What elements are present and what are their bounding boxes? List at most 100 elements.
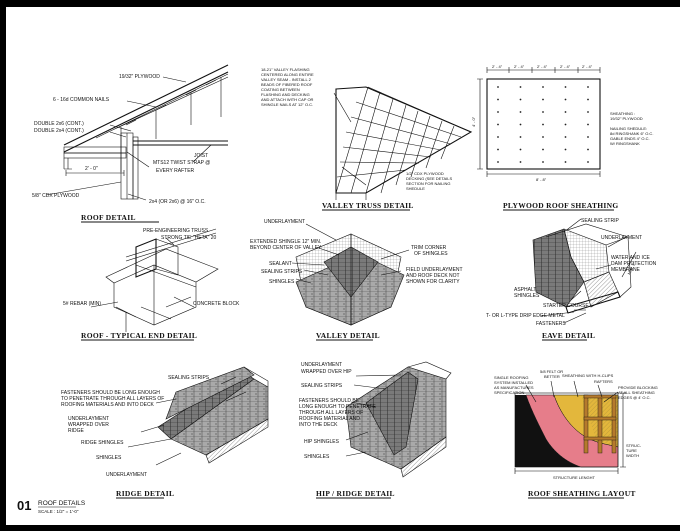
label-h-clips: SHEATHING WITH H-CLIPS <box>562 373 614 378</box>
label-hip-under-2: WRAPPED OVER HIP <box>301 369 352 375</box>
nail-dot <box>542 161 544 163</box>
label-valley-sealing-strips: SEALING STRIPS <box>261 269 303 275</box>
label-felt-2: BETTER <box>544 374 560 379</box>
label-twist-strap: MTS12 TWIST STRAP @ <box>153 160 210 166</box>
svg-text:BEADS OF FIBERED ROOF: BEADS OF FIBERED ROOF <box>261 82 313 87</box>
nail-dot <box>564 161 567 163</box>
label-blocking-3: EDGES @ 4' O.C. <box>618 395 651 400</box>
nail-dot <box>497 98 499 101</box>
nail-dot <box>564 86 567 88</box>
nail-dot <box>497 111 499 113</box>
nail-dot <box>542 111 544 113</box>
label-hip-shingles: HIP SHINGLES <box>304 439 340 445</box>
label-starter-course: STARTER COURSE <box>543 303 589 309</box>
label-of-shingles: OF SHINGLES <box>414 251 448 257</box>
nail-dot <box>564 148 567 151</box>
nail-dot <box>519 123 522 126</box>
label-hip-fast-4: ROOFING MATERIAL AND <box>299 416 360 422</box>
label-hip-under-1: UNDERLAYMENT <box>301 362 342 368</box>
label-double-2x4: DOUBLE 2x4 (CONT.) <box>34 128 84 134</box>
label-ridge-shingles: RIDGE SHINGLES <box>81 440 124 446</box>
label-plywood: 19/32" PLYWOOD <box>119 74 160 80</box>
nail-dot <box>497 161 499 163</box>
valley-truss-drawing <box>333 86 473 200</box>
label-ridge-fasteners-2: TO PENETRATE THROUGH ALL LAYERS OF <box>61 396 164 402</box>
nail-dot <box>542 123 544 126</box>
ridge-detail-drawing <box>127 366 269 466</box>
label-single-1: SINGLE ROOFING <box>494 375 528 380</box>
svg-text:SECTION FOR NAILING: SECTION FOR NAILING <box>406 181 450 186</box>
label-valley-shingles: SHINGLES <box>269 279 295 285</box>
valley-detail-drawing <box>291 223 410 326</box>
label-hip-fast-5: INTO THE DECK <box>299 422 338 428</box>
label-field-1: FIELD UNDERLAYMENT <box>406 267 463 273</box>
plywood-sheathing-title: PLYWOOD ROOF SHEATHING <box>503 201 619 210</box>
label-ridge-under-3: RIDGE <box>68 428 85 434</box>
svg-text:SHINGLE NAILS AT 12" O.C.: SHINGLE NAILS AT 12" O.C. <box>261 102 313 107</box>
nail-dot <box>519 136 522 138</box>
ridge-detail-panel: SEALING STRIPS FASTENERS SHOULD BE LONG … <box>61 366 269 499</box>
sheet-title-block: 01 ROOF DETAILS SCALE : 1/2" = 1'-0" <box>17 498 86 514</box>
nail-dot <box>497 148 499 151</box>
label-sealant: SEALANT <box>269 261 292 267</box>
label-ridge-under-1: UNDERLAYMENT <box>68 416 109 422</box>
label-struc: STRUC- <box>626 443 642 448</box>
typical-end-drawing <box>90 228 219 332</box>
svg-text:SHEDULE: SHEDULE <box>406 186 425 191</box>
label-cdx-plywood: 5/8" CDX PLYWOOD <box>32 193 80 199</box>
nail-dot <box>587 98 589 101</box>
label-extended-2: BEYOND CENTER OF VALLEY <box>250 245 322 251</box>
label-ridge-underlayment: UNDERLAYMENT <box>106 472 147 478</box>
top-dim-3: 2' - 4" <box>537 64 548 69</box>
svg-text:VALLEY SEAM - INSTALL 2: VALLEY SEAM - INSTALL 2 <box>261 77 312 82</box>
label-felt-1: 5/8 FELT OR <box>540 369 563 374</box>
svg-text:DECKING (SEE DETAILS: DECKING (SEE DETAILS <box>406 176 452 181</box>
label-structure-length: STRUCTURE LENGHT <box>553 475 596 480</box>
sheathing-panel-outline <box>486 78 601 170</box>
sheet-title: ROOF DETAILS <box>38 500 86 507</box>
nail-dot <box>587 86 589 88</box>
svg-text:FLASHING AND DECKING: FLASHING AND DECKING <box>261 92 310 97</box>
label-every-rafter: EVERY RAFTER <box>156 168 195 174</box>
valley-truss-title: VALLEY TRUSS DETAIL <box>322 201 414 210</box>
valley-deck-note: 1/2" CDX PLYWOOD DECKING (SEE DETAILS SE… <box>406 171 452 191</box>
label-ridge-plain-shingles: SHINGLES <box>96 455 122 461</box>
label-drip-edge: T- OR L-TYPE DRIP EDGE METAL <box>486 313 565 319</box>
label-studs: 2x4 (OR 2x6) @ 16" O.C. <box>149 199 206 205</box>
label-single-4: SPECIFICATION <box>494 390 524 395</box>
label-hip-fast-2: LONG ENOUGH TO PENETRATE <box>299 404 376 410</box>
top-dim-5: 2' - 4" <box>582 64 593 69</box>
label-water-ice-3: MEMBRANE <box>611 267 641 273</box>
nail-dot <box>542 98 544 101</box>
hip-ridge-panel: UNDERLAYMENT WRAPPED OVER HIP SEALING ST… <box>299 361 452 499</box>
side-dim: 4' - 0" <box>471 116 476 127</box>
nail-dot <box>542 136 544 138</box>
valley-detail-title: VALLEY DETAIL <box>316 331 380 340</box>
svg-text:CENTERED ALONG ENTIRE: CENTERED ALONG ENTIRE <box>261 72 314 77</box>
nail-dot <box>587 136 589 138</box>
svg-text:AND ATTACH WITH CAP OR: AND ATTACH WITH CAP OR <box>261 97 314 102</box>
valley-truss-panel: 18-21" VALLEY FLASHING CENTERED ALONG EN… <box>261 67 473 211</box>
nail-dot <box>564 136 567 138</box>
nail-dot <box>519 111 522 113</box>
nail-dot <box>497 123 499 126</box>
label-ridge-sealing: SEALING STRIPS <box>168 375 210 381</box>
label-blocking-2: AT ALL SHEATHING <box>618 390 655 395</box>
nail-dot <box>542 86 544 88</box>
nail-dot <box>519 148 522 151</box>
sheet-scale: SCALE : 1/2" = 1'-0" <box>38 509 79 514</box>
label-eave-underlayment: UNDERLAYMENT <box>601 235 642 241</box>
bottom-dim: 8' - 8" <box>536 177 547 182</box>
nail-dot <box>564 123 567 126</box>
side-dimension-line <box>477 78 483 170</box>
nailing-dots <box>497 86 589 163</box>
label-water-ice-1: WATER AND ICE <box>611 255 651 261</box>
label-single-2: SYSTEM INSTALLED <box>494 380 533 385</box>
svg-text:SHEATHING :: SHEATHING : <box>610 111 635 116</box>
sheathing-layout-title: ROOF SHEATHING LAYOUT <box>528 489 636 498</box>
roof-details-drawing: 19/32" PLYWOOD 6 - 16d COMMON NAILS DOUB… <box>17 64 658 514</box>
svg-text:NAILING SHEDULE:: NAILING SHEDULE: <box>610 126 647 131</box>
label-concrete-block: CONCRETE BLOCK <box>193 301 240 307</box>
label-field-2: AND ROOF DECK NOT <box>406 273 460 279</box>
sheathing-layout-panel: SINGLE ROOFING SYSTEM INSTALLED AS MANUF… <box>494 369 658 499</box>
